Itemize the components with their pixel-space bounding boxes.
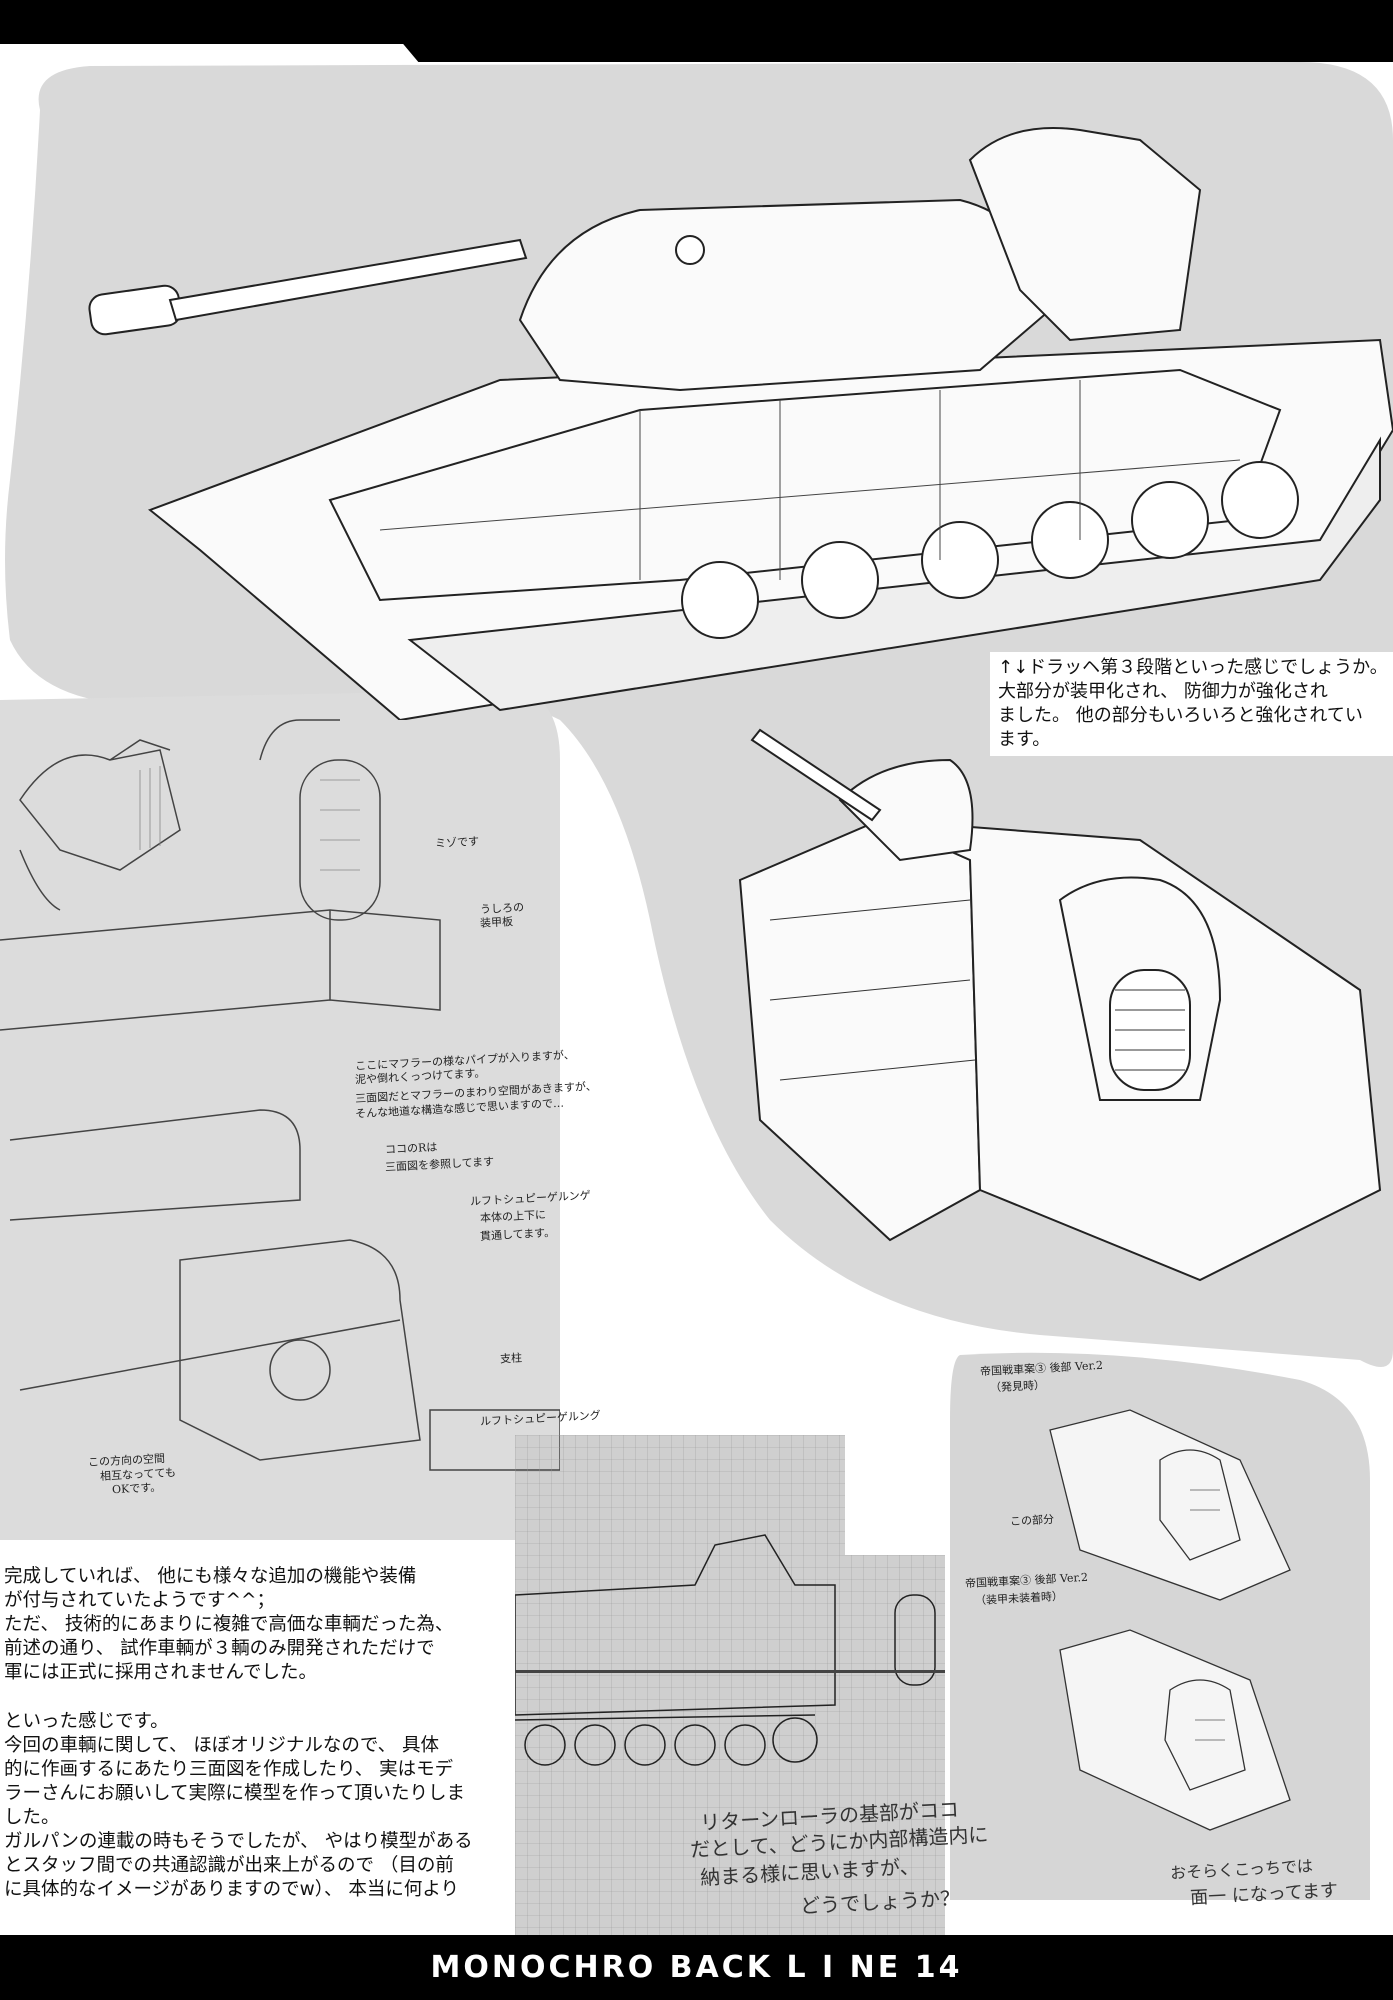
note-line: ました。 他の部分もいろいろと強化されてい — [998, 705, 1363, 726]
body-line: 軍には正式に採用されませんでした。 — [4, 1662, 318, 1683]
ref-note-1: ココのRは — [384, 1140, 438, 1157]
body-line: ラーさんにお願いして実際に模型を作って頂いたりしま — [4, 1783, 466, 1804]
body-line: ガルパンの連載の時もそうでしたが、 やはり模型がある — [4, 1831, 473, 1852]
body-line: とスタッフ間での共通認識が出来上がるので （目の前 — [4, 1855, 454, 1876]
tank-illustration — [88, 127, 1393, 720]
body-line: 今回の車輌に関して、 ほぼオリジナルなので、 具体 — [4, 1735, 440, 1756]
body-line: 完成していれば、 他にも様々な追加の機能や装備 — [4, 1566, 417, 1587]
footer-title: MONOCHRO BACK L I NE 14 — [430, 1950, 963, 1985]
sketch-title-2: （発見時） — [989, 1378, 1046, 1395]
footer-bar: MONOCHRO BACK L I NE 14 — [0, 1935, 1393, 2000]
body-paragraph-1: 完成していれば、 他にも様々な追加の機能や装備 が付与されていたようです^^； … — [4, 1565, 474, 1685]
body-line: に具体的なイメージがありますのでw）、 本当に何より — [4, 1879, 460, 1900]
blueprint-grid — [515, 1435, 945, 1935]
note-line: 大部分が装甲化され、 防御力が強化され — [998, 681, 1328, 702]
body-paragraph-2: といった感じです。 今回の車輌に関して、 ほぼオリジナルなので、 具体 的に作画… — [4, 1710, 474, 1902]
pencil-sketch — [0, 719, 560, 1471]
top-right-note: ↑↓ドラッヘ第３段階といった感じでしょうか。 大部分が装甲化され、 防御力が強化… — [990, 652, 1393, 756]
rear-tank-illustration — [738, 728, 1382, 1282]
note-line: ↑↓ドラッヘ第３段階といった感じでしょうか。 — [998, 657, 1388, 678]
body-line: 的に作画するにあたり三面図を作成したり、 実はモデ — [4, 1759, 454, 1780]
upright-note: 支柱 — [499, 1351, 523, 1366]
body-line: ただ、 技術的にあまりに複雑で高価な車輌だった為、 — [4, 1614, 454, 1635]
sketch-mid-note: この部分 — [1009, 1512, 1055, 1529]
top-bar-notch — [0, 44, 420, 64]
body-line: が付与されていたようです^^； — [4, 1590, 275, 1611]
body-line: といった感じです。 — [4, 1711, 169, 1732]
plate-note-2: 装甲板 — [479, 915, 514, 930]
small-tank-sketches — [1049, 1409, 1291, 1831]
muzzle-note: ミゾです — [434, 834, 480, 851]
body-line: した。 — [4, 1807, 60, 1828]
note-line: ます。 — [998, 729, 1051, 750]
labels-note-3: OKです。 — [111, 1480, 162, 1497]
body-line: 前述の通り、 試作車輌が３輌のみ開発されただけで — [4, 1638, 435, 1659]
